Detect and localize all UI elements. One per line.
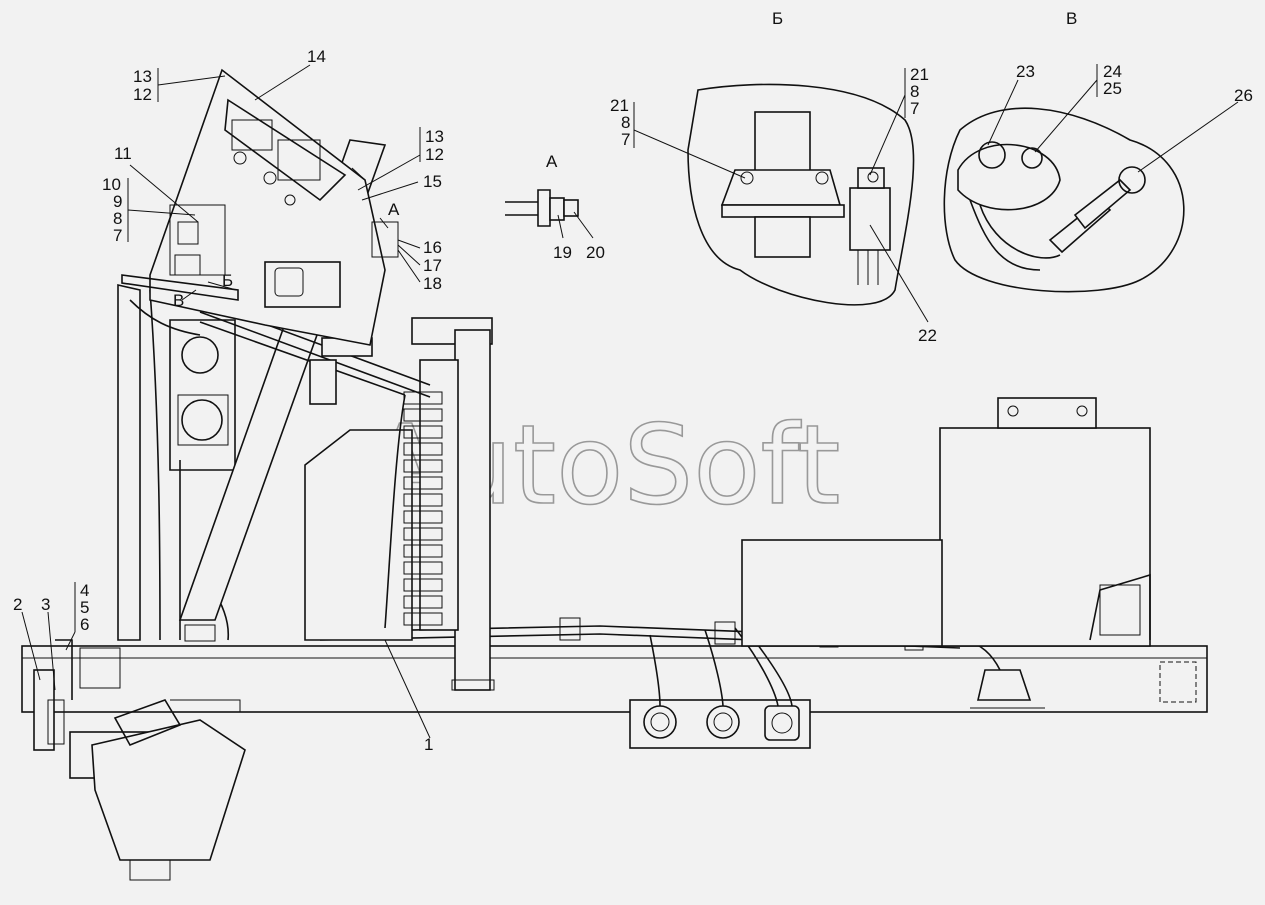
- terminal-block: [403, 510, 443, 524]
- callout-16: 16: [423, 238, 442, 257]
- view-v-marker: В: [173, 291, 184, 310]
- terminal-block: [403, 612, 443, 626]
- callout-22: 22: [918, 326, 937, 345]
- callout-5: 5: [80, 598, 89, 617]
- terminal-block: [403, 595, 443, 609]
- callout-20: 20: [586, 243, 605, 262]
- terminal-block: [403, 527, 443, 541]
- terminal-panel: [304, 317, 495, 691]
- left-bottom-assembly: [33, 639, 246, 881]
- terminal-block: [403, 561, 443, 575]
- terminal-block: [403, 578, 443, 592]
- right-cabinet: [741, 397, 1151, 647]
- callout-15: 15: [423, 172, 442, 191]
- callout-23: 23: [1016, 62, 1035, 81]
- view-b-marker: Б: [222, 271, 233, 290]
- callout-11: 11: [114, 144, 132, 163]
- view-v-detail: [943, 107, 1185, 293]
- callout-3: 3: [41, 595, 50, 614]
- view-a-title: А: [546, 152, 558, 171]
- callout-4: 4: [80, 581, 89, 600]
- callout-17: 17: [423, 256, 442, 275]
- terminal-block: [403, 408, 443, 422]
- callout-2: 2: [13, 595, 22, 614]
- terminal-block: [403, 442, 443, 456]
- callout-7a: 7: [113, 226, 122, 245]
- callout-24: 24: [1103, 62, 1122, 81]
- callout-21b: 21: [910, 65, 929, 84]
- callout-25: 25: [1103, 79, 1122, 98]
- terminal-block: [403, 476, 443, 490]
- callout-26: 26: [1234, 86, 1253, 105]
- view-v-title: В: [1066, 9, 1077, 28]
- callout-14: 14: [307, 47, 326, 66]
- callout-8c: 8: [910, 82, 919, 101]
- callout-19: 19: [553, 243, 572, 262]
- callout-12b: 12: [425, 145, 444, 164]
- terminal-block: [403, 493, 443, 507]
- upper-control-panel: [121, 68, 399, 346]
- terminal-block: [403, 459, 443, 473]
- terminal-block: [403, 544, 443, 558]
- view-a-marker: А: [388, 200, 400, 219]
- callout-6: 6: [80, 615, 89, 634]
- callout-10: 10: [102, 175, 121, 194]
- view-a-detail: [505, 189, 579, 227]
- callout-18: 18: [423, 274, 442, 293]
- left-column: [117, 283, 236, 642]
- view-b-detail: [687, 83, 915, 306]
- terminal-block: [403, 425, 443, 439]
- leader-lines: [21, 64, 1239, 739]
- callout-7b: 7: [621, 130, 630, 149]
- callout-21a: 21: [610, 96, 629, 115]
- callout-8b: 8: [621, 113, 630, 132]
- callout-labels: 13 12 14 11 10 9 8 7 13 12 15 А 16 17 18…: [13, 9, 1253, 754]
- callout-13b: 13: [425, 127, 444, 146]
- callout-13a: 13: [133, 67, 152, 86]
- callout-12a: 12: [133, 85, 152, 104]
- callout-9: 9: [113, 192, 122, 211]
- callout-7c: 7: [910, 99, 919, 118]
- callout-1: 1: [424, 735, 433, 754]
- callout-8a: 8: [113, 209, 122, 228]
- view-b-title: Б: [772, 9, 783, 28]
